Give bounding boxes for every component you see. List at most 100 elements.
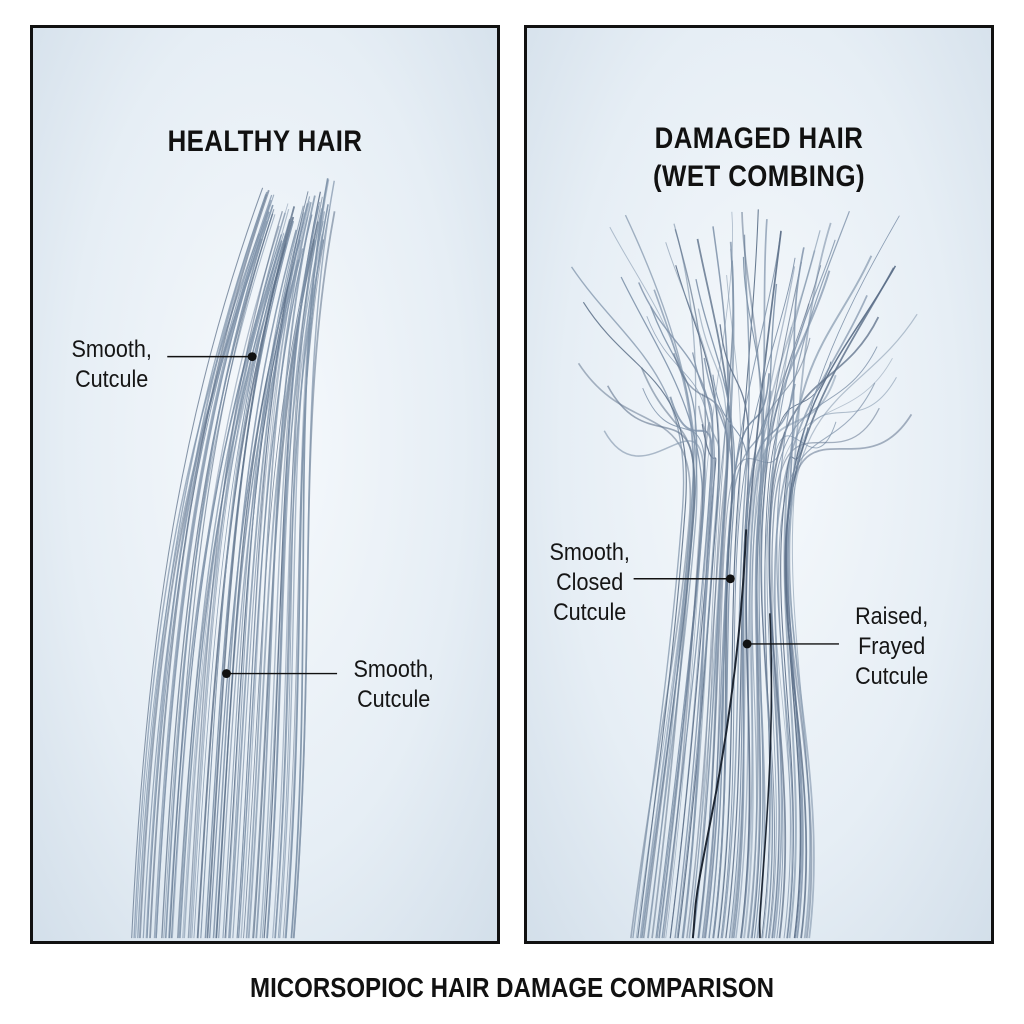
hair-crack <box>691 529 748 939</box>
hair-strand <box>755 270 831 939</box>
damaged-hair-illustration <box>570 209 918 939</box>
figure-caption: MICORSOPIOC HAIR DAMAGE COMPARISON <box>250 972 774 1003</box>
hair-strand <box>762 326 792 939</box>
healthy-hair-illustration <box>131 178 338 939</box>
hair-strand <box>783 255 873 939</box>
hair-strand <box>228 203 309 939</box>
hair-strand <box>665 242 721 939</box>
hair-strand <box>137 191 268 939</box>
hair-strand <box>742 256 765 939</box>
hair-strand <box>603 430 705 939</box>
left-callout-dot <box>725 574 735 584</box>
damaged-hair-panel: DAMAGED HAIR (WET COMBING) Smooth, Close… <box>524 25 994 944</box>
hair-strand <box>290 178 329 939</box>
callout-line: Cutcule <box>855 663 929 690</box>
hair-strand <box>200 208 290 939</box>
hair-strand <box>640 367 696 939</box>
hair-strand <box>760 265 822 939</box>
hair-strand <box>638 282 715 939</box>
hair-strand <box>582 301 687 939</box>
hair-strand <box>663 405 711 939</box>
damaged-hair-strands <box>570 209 918 939</box>
hair-strand <box>232 196 311 939</box>
hair-strand <box>170 234 282 939</box>
healthy-lower-callout: Smooth, Cutcule <box>353 655 433 715</box>
hair-strand <box>740 230 782 939</box>
hair-strand <box>255 195 316 939</box>
hair-strand <box>673 352 729 939</box>
hair-strand <box>277 208 322 939</box>
title-line: (WET COMBING) <box>653 160 865 193</box>
hair-strand <box>204 220 295 939</box>
hair-strand <box>691 248 734 939</box>
upper-callout-dot <box>247 352 257 362</box>
title-line: DAMAGED HAIR <box>654 122 864 155</box>
hair-strand <box>245 201 312 939</box>
callout-line: Cutcule <box>357 686 431 713</box>
hair-strand <box>169 209 275 939</box>
callout-line: Cutcule <box>553 599 627 626</box>
healthy-hair-title: HEALTHY HAIR <box>167 125 363 158</box>
hair-strand <box>786 247 805 939</box>
hair-strand <box>620 276 704 939</box>
hair-strand <box>206 206 296 939</box>
hair-strand <box>179 234 287 939</box>
hair-strand <box>149 189 270 939</box>
hair-strand <box>189 212 286 939</box>
healthy-upper-callout: Smooth, Cutcule <box>71 335 151 395</box>
hair-strand <box>161 213 274 939</box>
hair-strand <box>721 234 750 939</box>
hair-crack <box>758 613 773 939</box>
hair-strand <box>212 229 297 939</box>
callout-line: Closed <box>556 569 624 596</box>
lower-callout-dot <box>222 669 231 678</box>
hair-strand <box>624 214 698 939</box>
callout-line: Smooth, <box>71 336 152 363</box>
damaged-right-callout: Raised, Frayed Cutcule <box>855 602 928 692</box>
damaged-left-callout: Smooth, Closed Cutcule <box>549 538 629 628</box>
hair-strand <box>773 295 868 939</box>
hair-strand <box>278 211 326 939</box>
hair-strand <box>720 257 796 939</box>
hair-strand <box>155 211 270 939</box>
hair-strand <box>776 210 850 939</box>
hair-strand <box>145 194 267 939</box>
hair-strand <box>787 222 832 939</box>
hair-strand <box>164 204 274 939</box>
hair-strand <box>228 227 301 939</box>
callout-line: Cutcule <box>75 366 149 393</box>
hair-strand <box>177 243 282 939</box>
hair-strand <box>266 205 320 939</box>
callout-line: Frayed <box>858 633 926 660</box>
hair-strand <box>171 225 280 939</box>
hair-strand <box>766 421 837 939</box>
hair-strand <box>191 232 285 939</box>
hair-strand <box>240 201 311 939</box>
hair-strand <box>570 266 685 939</box>
hair-strand <box>769 346 878 939</box>
callout-line: Smooth, <box>353 656 434 683</box>
hair-strand <box>785 413 913 939</box>
hair-strand <box>681 393 721 939</box>
hair-strand <box>771 357 893 939</box>
hair-strand <box>760 283 778 939</box>
callout-line: Smooth, <box>549 539 630 566</box>
hair-strand <box>142 194 273 939</box>
healthy-hair-strands <box>131 178 336 939</box>
hair-strand <box>695 278 736 939</box>
right-callout-dot <box>742 639 752 649</box>
hair-strand <box>778 382 876 939</box>
hair-strand <box>222 205 304 939</box>
damaged-hair-title: DAMAGED HAIR (WET COMBING) <box>559 120 958 196</box>
hair-strand <box>761 361 832 939</box>
healthy-hair-panel: HEALTHY HAIR Smooth, Cutcule Smooth, Cut… <box>30 25 500 944</box>
hair-strand <box>187 211 283 939</box>
hair-strand <box>751 261 802 939</box>
hair-strand <box>131 187 264 939</box>
hair-strand <box>153 199 272 939</box>
hair-strand <box>717 209 759 939</box>
hair-strand <box>293 180 335 939</box>
hair-strand <box>285 204 329 939</box>
callout-line: Raised, <box>855 603 929 630</box>
